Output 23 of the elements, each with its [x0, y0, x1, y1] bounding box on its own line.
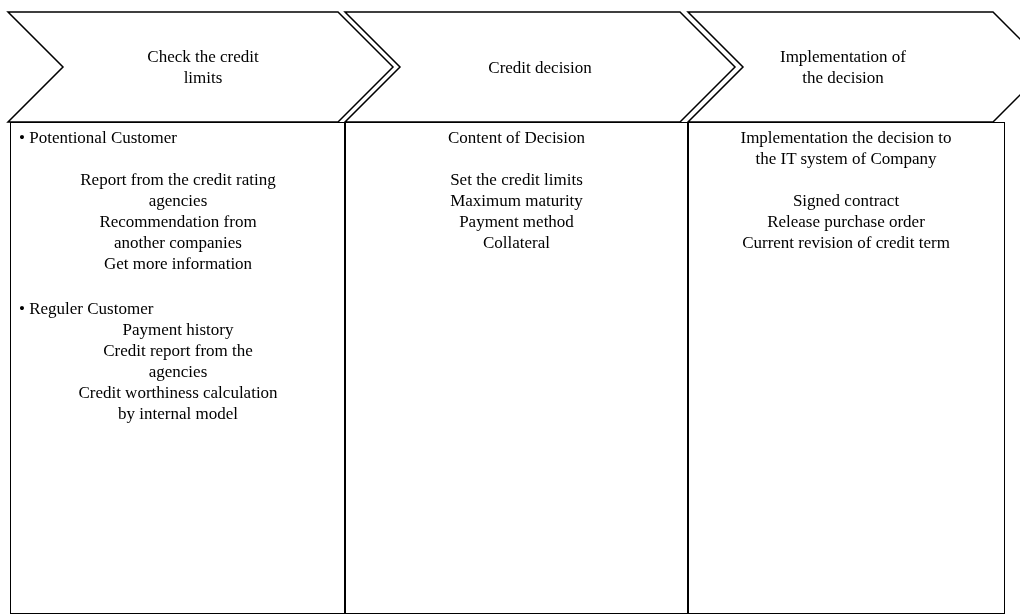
text-line: Get more information	[103, 254, 253, 273]
text-line: Implementation the decision to the IT system of Company	[740, 128, 952, 168]
text-line: Payment method	[459, 212, 574, 231]
column-panel	[687, 122, 1005, 614]
text-line: Current revision of credit term	[742, 233, 950, 252]
text-line: Release purchase order	[767, 212, 925, 231]
text-line: Maximum maturity	[450, 191, 583, 210]
bullet-item: • Potentional Customer	[19, 128, 177, 147]
text-line: Set the credit limits	[450, 170, 583, 189]
step-label: Check the credit limits	[146, 46, 260, 88]
text-line: Credit worthiness calculation by internal model	[78, 383, 278, 423]
text-line: Report from the credit rating agencies	[80, 170, 276, 210]
bullet-item: • Reguler Customer	[19, 299, 154, 318]
step-label: Credit decision	[488, 56, 592, 78]
text-line: Recommendation from another companies	[99, 212, 257, 252]
column-panel	[10, 122, 346, 614]
text-line: Content of Decision	[448, 128, 585, 147]
text-line: Collateral	[483, 233, 550, 252]
text-line: Payment history	[122, 320, 234, 339]
step-label: Implementation of the decision	[778, 46, 908, 88]
column-panel	[344, 122, 689, 614]
text-line: Signed contract	[792, 191, 900, 210]
text-line: Credit report from the agencies	[103, 341, 253, 381]
